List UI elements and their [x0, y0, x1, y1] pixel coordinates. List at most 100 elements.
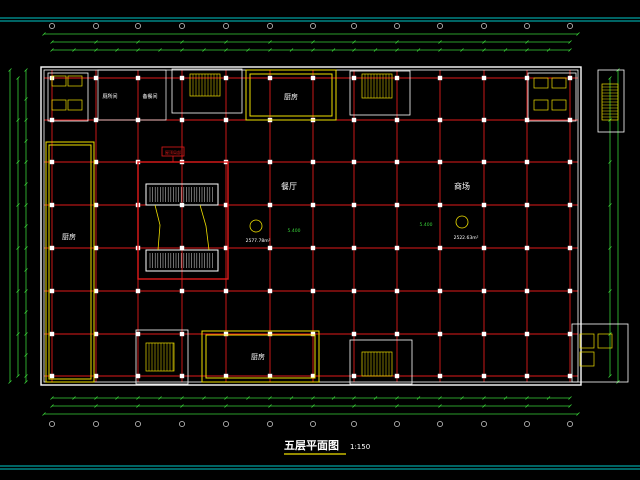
column	[524, 245, 530, 251]
column	[135, 288, 141, 294]
column	[351, 245, 357, 251]
column	[524, 331, 530, 337]
column	[437, 202, 443, 208]
column	[223, 288, 229, 294]
column	[394, 373, 400, 379]
column	[310, 202, 316, 208]
column	[567, 245, 573, 251]
column	[223, 117, 229, 123]
red-tag: 屋顶局部	[165, 149, 181, 155]
column	[179, 245, 185, 251]
column	[135, 75, 141, 81]
column	[310, 159, 316, 165]
column	[481, 117, 487, 123]
dimension-chains	[8, 23, 620, 427]
column	[351, 202, 357, 208]
column	[567, 288, 573, 294]
axis-grid	[44, 70, 578, 382]
column	[524, 159, 530, 165]
column	[524, 75, 530, 81]
column	[93, 117, 99, 123]
tag-restaurant: 5.400	[288, 228, 301, 234]
column	[567, 202, 573, 208]
atrium	[137, 146, 229, 280]
column	[481, 75, 487, 81]
column	[567, 331, 573, 337]
column	[437, 245, 443, 251]
scale-text: 1:150	[350, 443, 370, 451]
column	[437, 331, 443, 337]
column	[567, 373, 573, 379]
column	[49, 202, 55, 208]
column	[93, 288, 99, 294]
column	[223, 331, 229, 337]
column	[351, 75, 357, 81]
column	[524, 373, 530, 379]
column	[49, 288, 55, 294]
column	[179, 288, 185, 294]
drawing-title: 五层平面图 1:150	[284, 439, 370, 455]
column	[49, 331, 55, 337]
column	[481, 373, 487, 379]
column	[267, 288, 273, 294]
column	[481, 331, 487, 337]
column	[223, 75, 229, 81]
column	[310, 75, 316, 81]
column	[267, 331, 273, 337]
drawing-frame	[0, 17, 640, 470]
column	[437, 373, 443, 379]
column	[567, 117, 573, 123]
column	[310, 373, 316, 379]
column	[394, 75, 400, 81]
column	[394, 117, 400, 123]
column	[93, 373, 99, 379]
column	[93, 331, 99, 337]
column	[437, 117, 443, 123]
column	[524, 202, 530, 208]
column	[49, 245, 55, 251]
column	[49, 373, 55, 379]
column	[394, 245, 400, 251]
column	[93, 245, 99, 251]
column	[179, 331, 185, 337]
column	[481, 245, 487, 251]
label-kitchen-top: 厨房	[284, 92, 298, 101]
column	[310, 288, 316, 294]
column	[437, 288, 443, 294]
core-blocks	[47, 68, 629, 385]
column	[267, 159, 273, 165]
column	[49, 159, 55, 165]
column	[351, 331, 357, 337]
column	[179, 75, 185, 81]
label-room-b: 备餐间	[142, 93, 157, 100]
column	[481, 159, 487, 165]
title-text: 五层平面图	[284, 439, 339, 452]
tag-shop: 5.400	[420, 222, 433, 228]
column	[267, 373, 273, 379]
column	[394, 159, 400, 165]
column	[524, 288, 530, 294]
label-kitchen-left: 厨房	[62, 232, 76, 241]
area-restaurant: 2577.78m²	[246, 238, 271, 244]
column	[481, 288, 487, 294]
column	[223, 245, 229, 251]
column	[310, 245, 316, 251]
stair-treads	[148, 74, 618, 376]
column	[437, 159, 443, 165]
column	[179, 117, 185, 123]
column	[267, 75, 273, 81]
column	[351, 117, 357, 123]
column	[267, 245, 273, 251]
column	[567, 159, 573, 165]
column	[93, 202, 99, 208]
room-outlines	[45, 69, 337, 383]
column	[394, 331, 400, 337]
column	[567, 75, 573, 81]
label-kitchen-bottom: 厨房	[251, 352, 265, 361]
column	[394, 202, 400, 208]
column	[351, 288, 357, 294]
level-markers	[249, 215, 469, 233]
column	[267, 202, 273, 208]
column	[93, 75, 99, 81]
